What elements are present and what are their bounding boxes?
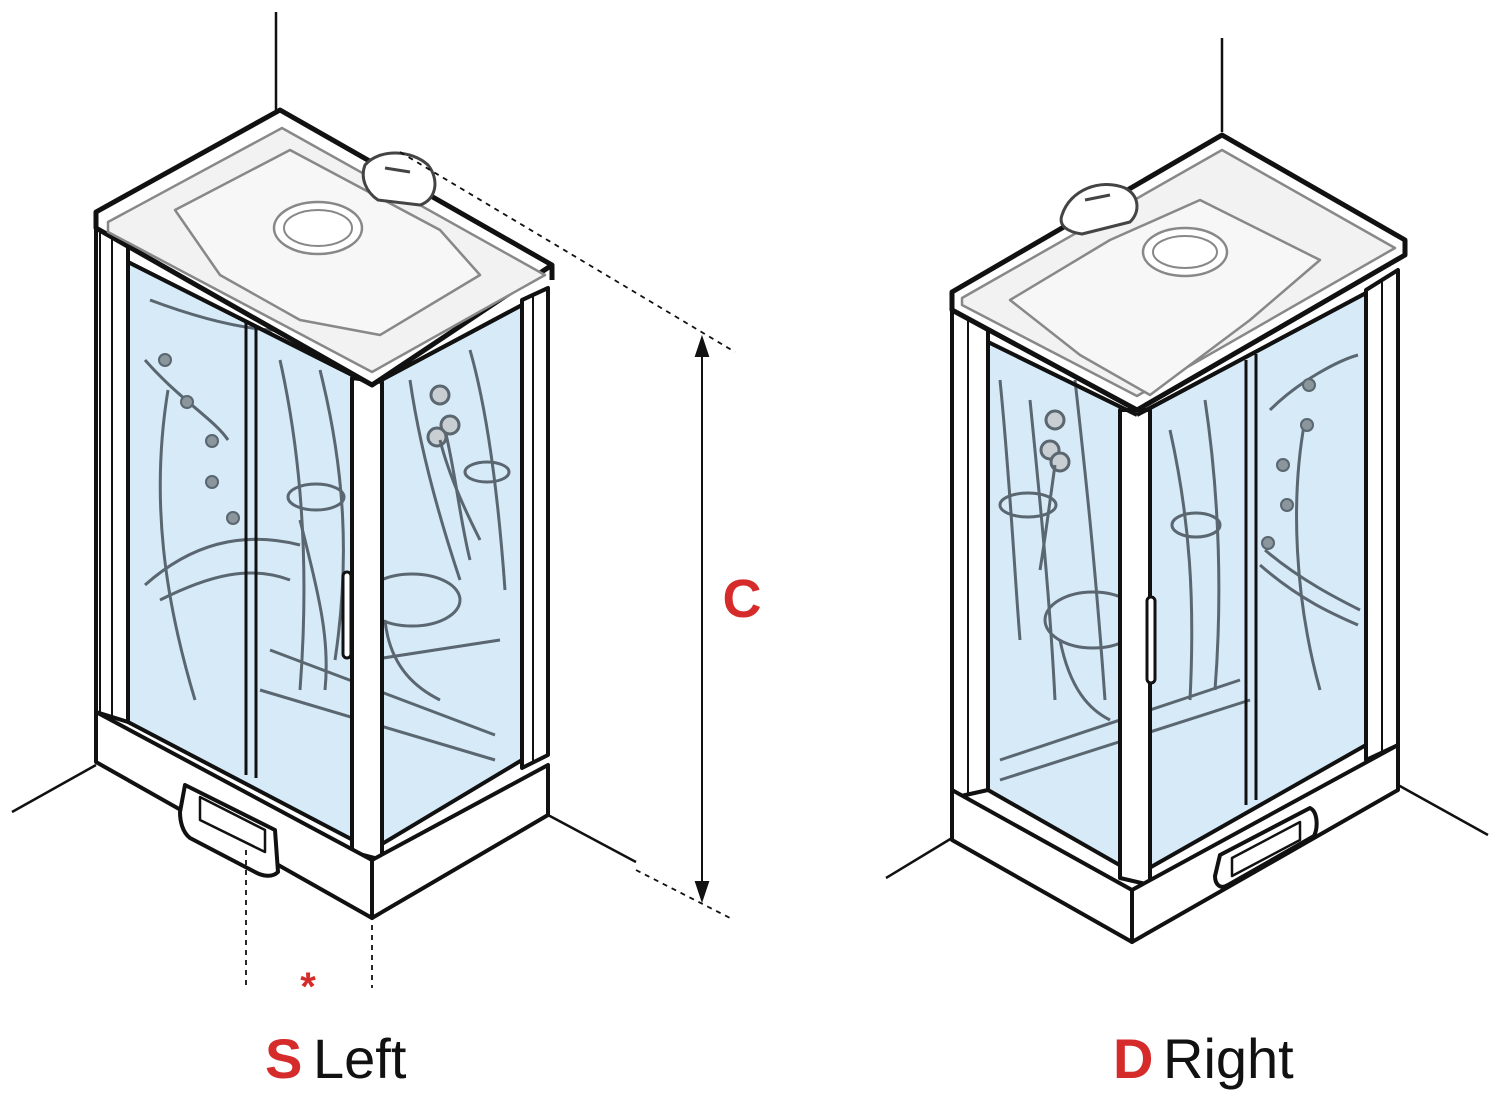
dimension-label-c: C bbox=[723, 569, 762, 629]
variant-label-left: S Left bbox=[265, 1027, 407, 1090]
variant-code-right: D bbox=[1113, 1027, 1153, 1090]
interior-details-left bbox=[143, 298, 511, 762]
interior-details-right bbox=[998, 353, 1361, 782]
asterisk-marker: * bbox=[300, 965, 316, 1009]
shower-tray-left bbox=[94, 710, 550, 920]
roof-left bbox=[93, 107, 555, 388]
mixer-controls-left bbox=[426, 384, 482, 541]
variant-code-left: S bbox=[265, 1027, 302, 1090]
door-handle-left bbox=[341, 570, 353, 660]
wall-corner-lines-left bbox=[11, 12, 637, 864]
wall-corner-lines-right bbox=[885, 38, 1489, 880]
roof-right bbox=[949, 132, 1408, 417]
variant-name-right: Right bbox=[1163, 1027, 1294, 1090]
variant-label-right: D Right bbox=[1113, 1027, 1294, 1090]
frame-profiles-left bbox=[94, 226, 550, 862]
mixer-controls-right bbox=[1038, 409, 1071, 571]
cabin-left bbox=[11, 12, 736, 988]
body-jets-left bbox=[158, 353, 240, 525]
door-handle-right bbox=[1145, 595, 1157, 685]
variant-name-left: Left bbox=[313, 1027, 407, 1090]
dimension-extension-lines-left bbox=[245, 151, 736, 988]
body-jets-right bbox=[1261, 378, 1316, 550]
shower-tray-right bbox=[950, 743, 1400, 944]
glass-panels-right bbox=[986, 291, 1368, 877]
dimension-arrow-c bbox=[694, 334, 710, 904]
cabin-right bbox=[885, 38, 1489, 944]
